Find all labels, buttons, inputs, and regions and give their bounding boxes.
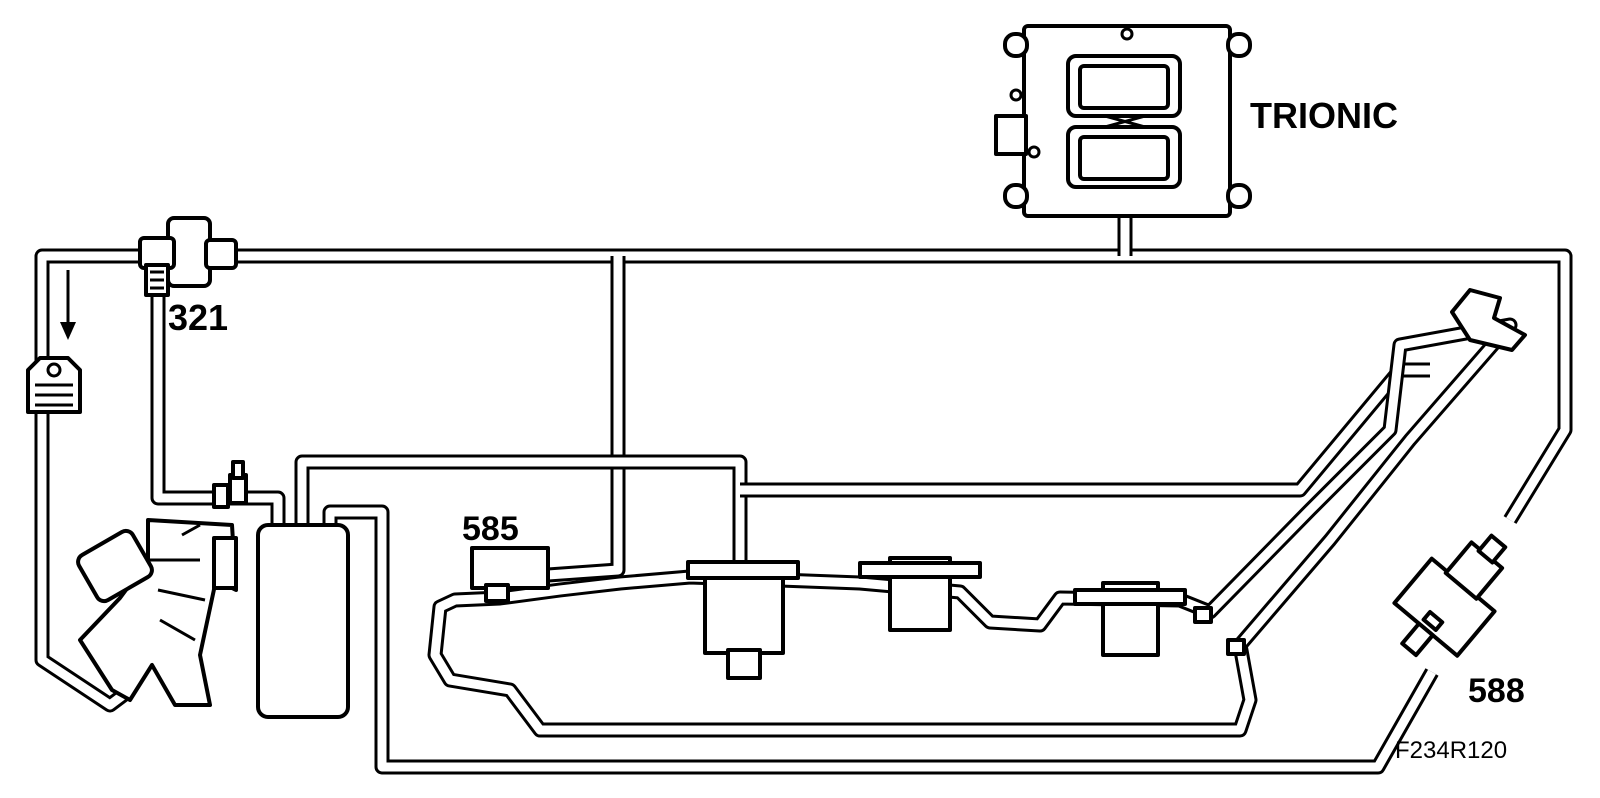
fuel-tank-icon — [427, 288, 1527, 738]
hose-t-connector — [212, 460, 248, 509]
canister-icon — [256, 523, 350, 719]
filter-icon — [26, 356, 82, 414]
figure-code: F234R120 — [1395, 737, 1507, 764]
solenoid-valve-321-icon — [138, 216, 238, 297]
valve-588 — [1392, 533, 1508, 658]
trionic-label: TRIONIC — [1250, 95, 1398, 136]
flow-direction-arrow-icon — [60, 270, 76, 340]
valve-588-label: 588 — [1468, 672, 1525, 710]
throttle-body-icon — [76, 518, 238, 707]
valve-585-label: 585 — [462, 510, 519, 548]
valve-321-label: 321 — [168, 297, 228, 338]
valve-585 — [470, 546, 550, 603]
hose-network — [34, 210, 1573, 775]
trionic-control-module — [994, 24, 1252, 218]
